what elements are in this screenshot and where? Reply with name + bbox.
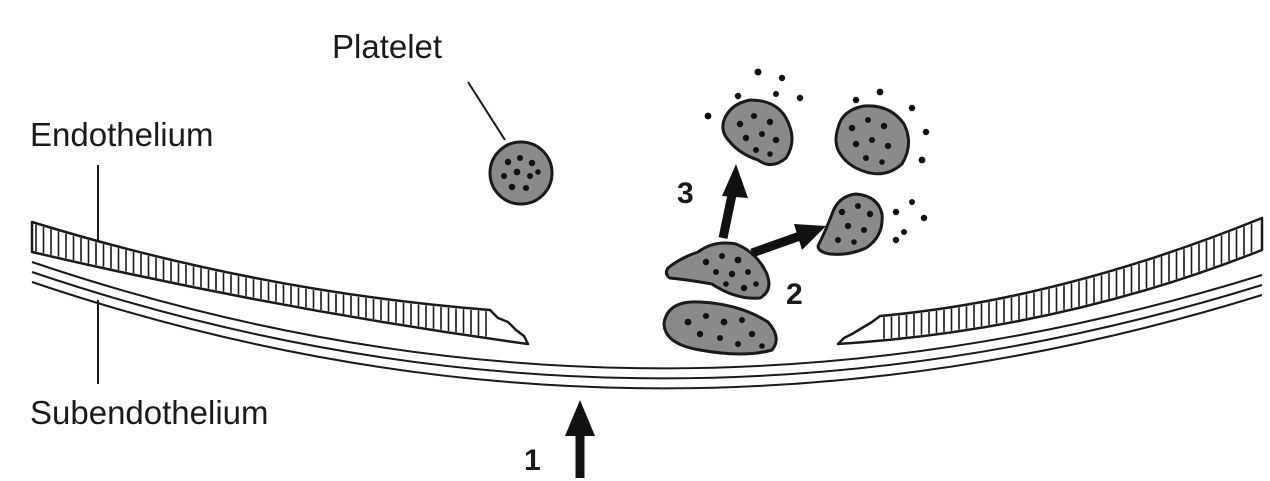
endothelium-right [838,218,1262,344]
platelet-leader-line [468,82,505,140]
adhered-platelet [664,302,776,354]
step-2-arrow [752,224,826,253]
resting-platelet [490,142,552,204]
step-3-label: 3 [677,177,694,210]
releasing-platelet-upper [705,69,804,165]
step-2-label: 2 [786,278,803,311]
step-1-arrow [565,400,595,478]
released-granules-lower [893,199,927,243]
step-1-label: 1 [524,444,541,477]
endothelium-label: Endothelium [30,116,213,153]
endothelium-left [32,222,528,344]
platelet-label: Platelet [332,28,442,65]
step-3-arrow [722,164,748,238]
releasing-platelet-right [836,89,929,174]
subendothelium-label: Subendothelium [30,394,269,431]
releasing-platelet-lower [818,194,927,254]
